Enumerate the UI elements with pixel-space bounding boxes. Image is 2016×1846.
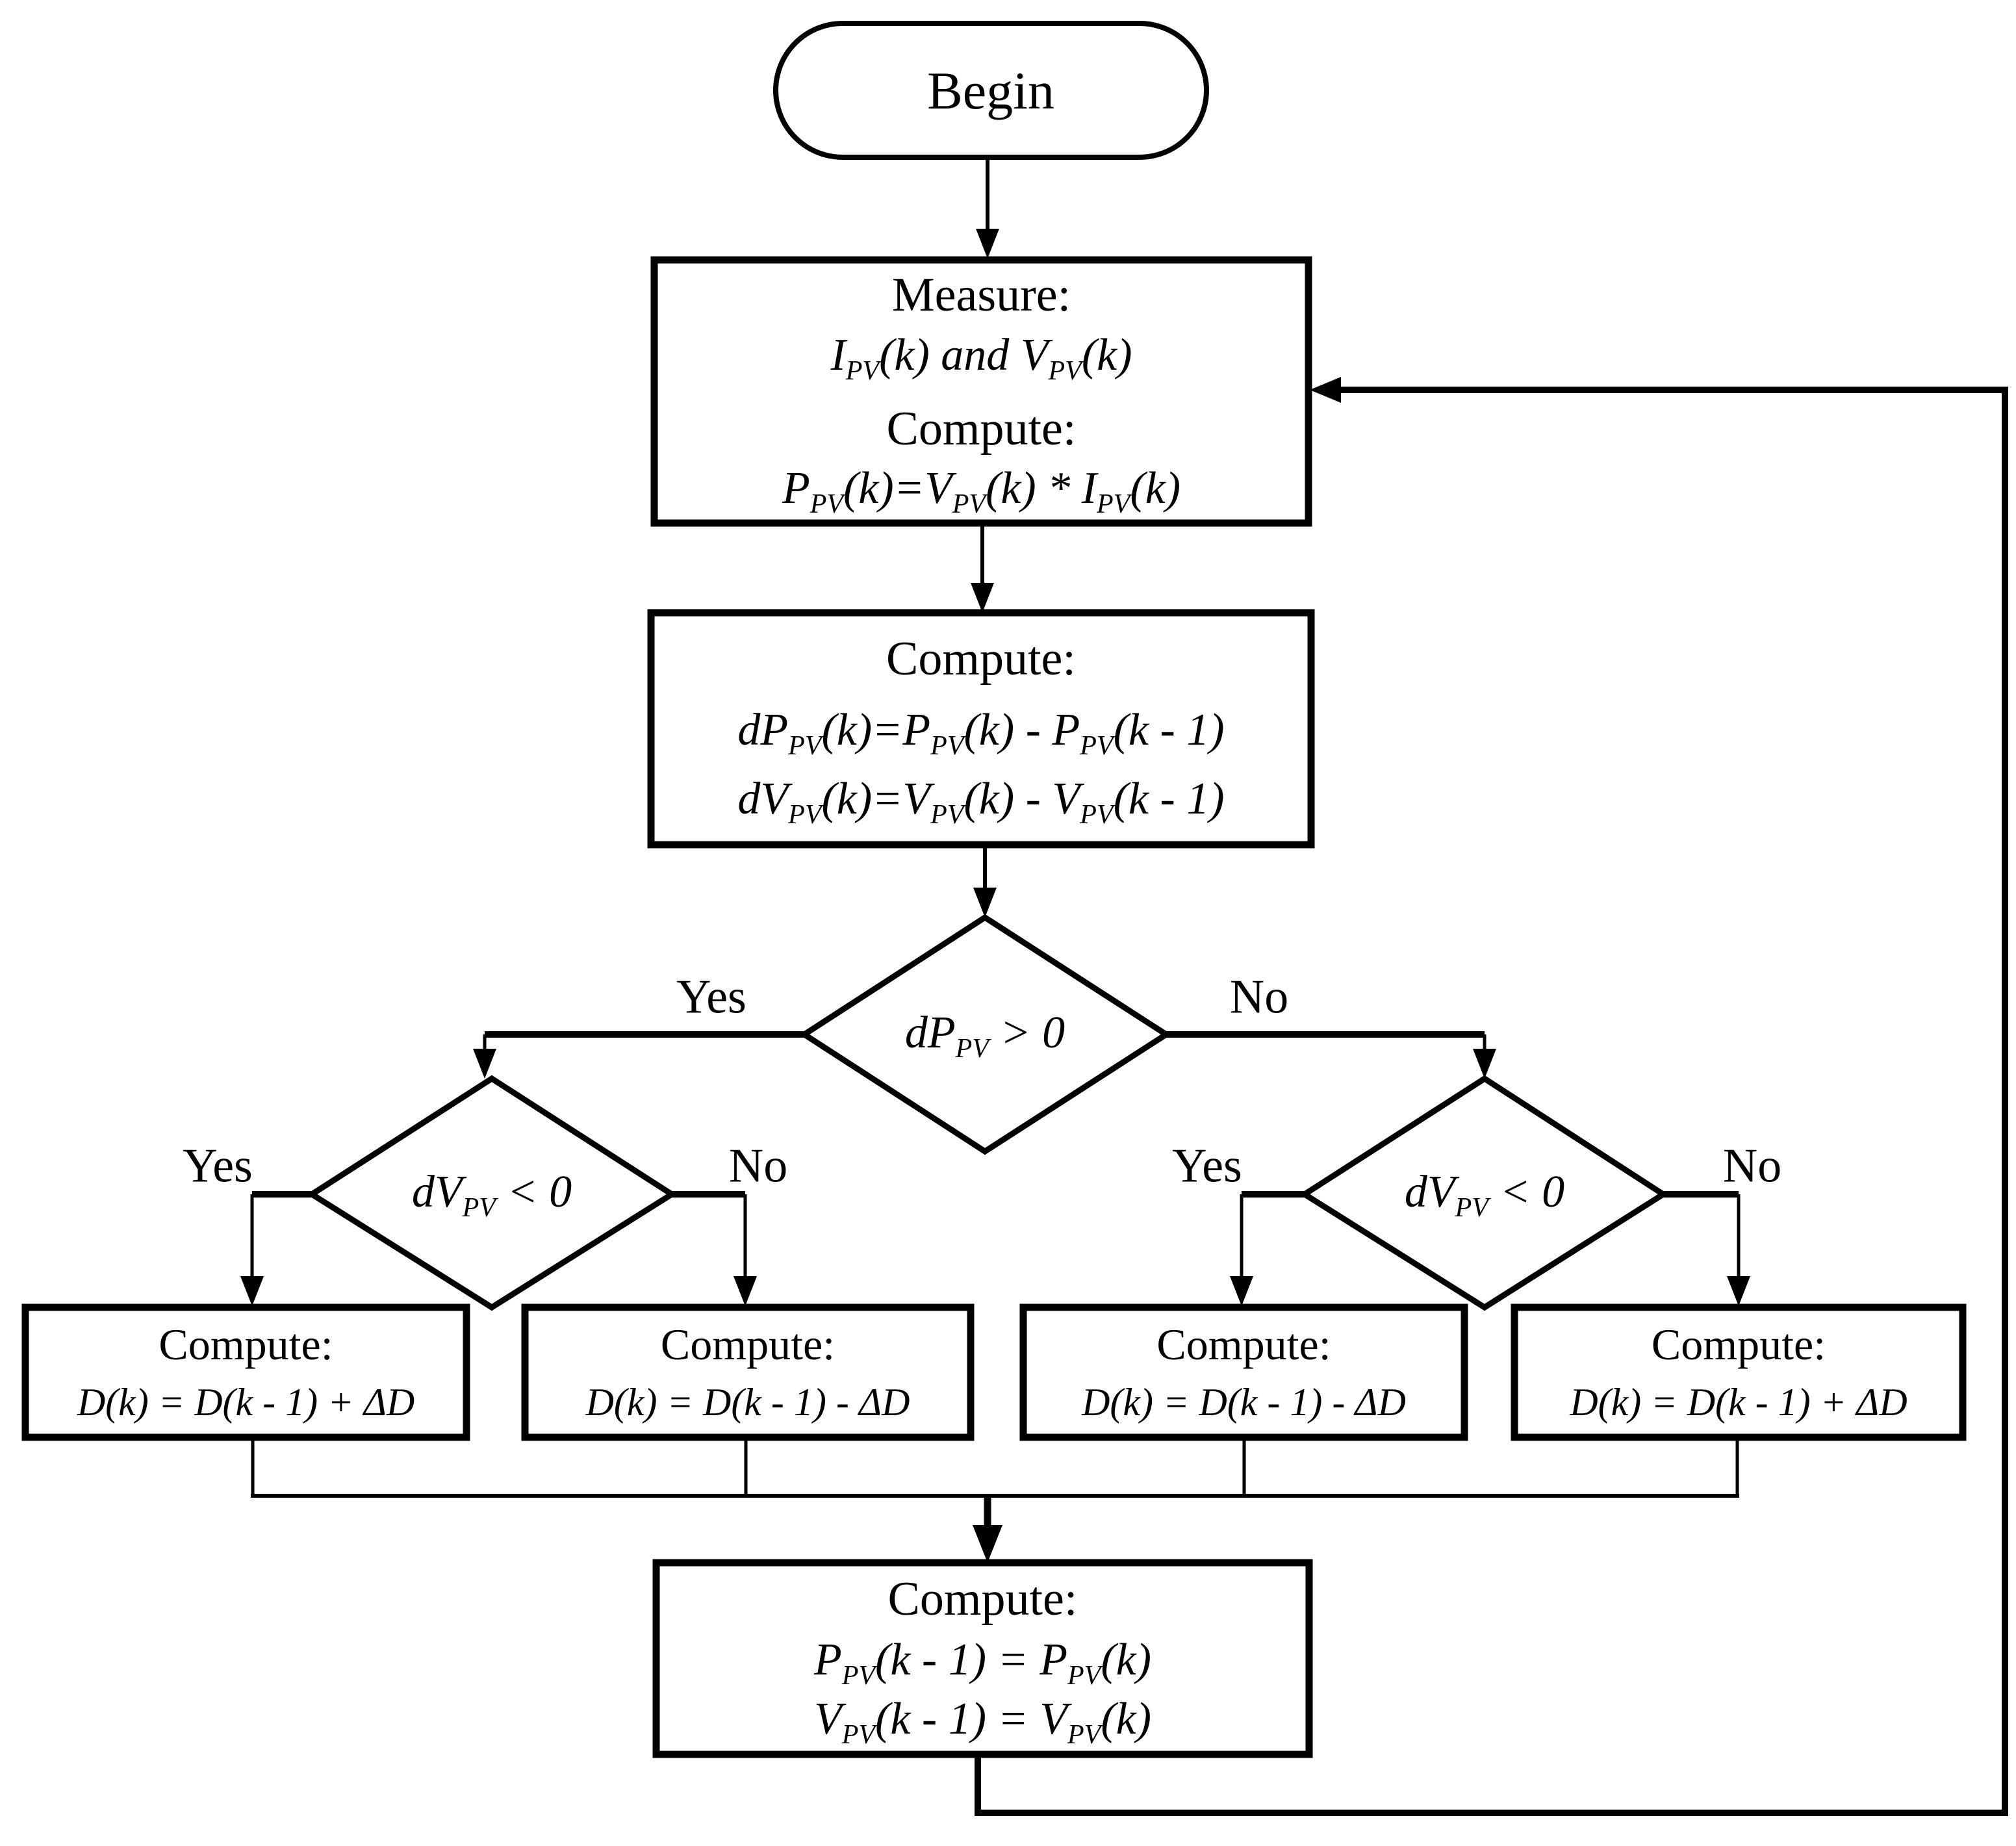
duty-box-2-rect [521, 1303, 975, 1441]
update-header: Compute: [887, 1572, 1078, 1626]
decision-dp-no-label: No [1229, 970, 1289, 1024]
duty-box-1-formula: D(k) = D(k - 1) + ΔD [77, 1381, 415, 1424]
begin-label: Begin [927, 61, 1054, 120]
decision-dp-diamond [798, 914, 1172, 1155]
duty-box-3-rect [1019, 1303, 1468, 1441]
duty-box-4-formula: D(k) = D(k - 1) + ΔD [1570, 1381, 1908, 1424]
delta-header: Compute: [886, 632, 1076, 686]
compute-power-header: Compute: [886, 402, 1077, 455]
arrow-head [1727, 1276, 1750, 1306]
arrow-head [971, 583, 994, 613]
arrow-head [473, 1049, 496, 1079]
arrow-head [976, 229, 999, 259]
delta-box-rect [647, 609, 1315, 849]
arrow-head [1473, 1049, 1496, 1079]
duty-box-4-header: Compute: [1651, 1319, 1826, 1369]
delta-power-formula: dPPV(k)=PPV(k) - PPV(k - 1) [737, 704, 1225, 761]
measure-header: Measure: [891, 268, 1071, 322]
measure-box-rect [650, 256, 1312, 527]
duty-box-1: Compute: D(k) = D(k - 1) + ΔD [25, 1307, 466, 1437]
duty-box-3-formula: D(k) = D(k - 1) - ΔD [1082, 1381, 1406, 1424]
update-box: Compute: PPV(k - 1) = PPV(k) VPV(k - 1) … [656, 1563, 1309, 1754]
decision-dp-yes-label: Yes [676, 970, 746, 1024]
duty-box-3-header: Compute: [1156, 1319, 1331, 1369]
duty-box-4: Compute: D(k) = D(k - 1) + ΔD [1514, 1307, 1963, 1437]
arrow-head [973, 1525, 1002, 1563]
duty-box-1-rect [21, 1303, 470, 1441]
decision-dv-left-label: dVPV < 0 [411, 1167, 572, 1223]
feedback-loop-line [975, 387, 2008, 1816]
decision-dv-right-yes-label: Yes [1172, 1139, 1242, 1193]
duty-box-4-rect [1511, 1303, 1967, 1441]
decision-dp-label: dPPV > 0 [904, 1008, 1065, 1064]
measure-formula: IPV(k) and VPV(k) [830, 329, 1132, 386]
arrow-head [1310, 377, 1341, 403]
compute-power-formula: PPV(k)=VPV(k) * IPV(k) [782, 463, 1181, 520]
duty-box-2-formula: D(k) = D(k - 1) - ΔD [585, 1381, 910, 1424]
decision-dv-right-diamond [1299, 1075, 1669, 1311]
update-power-formula: PPV(k - 1) = PPV(k) [813, 1634, 1152, 1691]
duty-box-1-header: Compute: [159, 1319, 333, 1369]
decision-dv-left-yes-label: Yes [183, 1139, 253, 1193]
begin-oval [773, 21, 1209, 160]
decision-dv-right-no-label: No [1722, 1139, 1782, 1193]
arrow-head [1230, 1276, 1253, 1306]
update-box-rect [652, 1559, 1313, 1758]
update-voltage-formula: VPV(k - 1) = VPV(k) [813, 1693, 1152, 1750]
arrow-head [973, 888, 997, 917]
decision-dv-left-no-label: No [728, 1139, 788, 1193]
measure-box: Measure: IPV(k) and VPV(k) Compute: PPV(… [654, 260, 1308, 523]
decision-dv-right-label: dVPV < 0 [1404, 1167, 1565, 1223]
arrow-head [734, 1276, 757, 1306]
duty-box-3: Compute: D(k) = D(k - 1) - ΔD [1023, 1307, 1464, 1437]
delta-voltage-formula: dVPV(k)=VPV(k) - VPV(k - 1) [737, 774, 1225, 830]
decision-dv-left-diamond [306, 1075, 678, 1311]
duty-box-2-header: Compute: [660, 1319, 836, 1369]
delta-box: Compute: dPPV(k)=PPV(k) - PPV(k - 1) dVP… [651, 613, 1311, 845]
arrow-head [240, 1276, 264, 1306]
duty-box-2: Compute: D(k) = D(k - 1) - ΔD [525, 1307, 971, 1437]
